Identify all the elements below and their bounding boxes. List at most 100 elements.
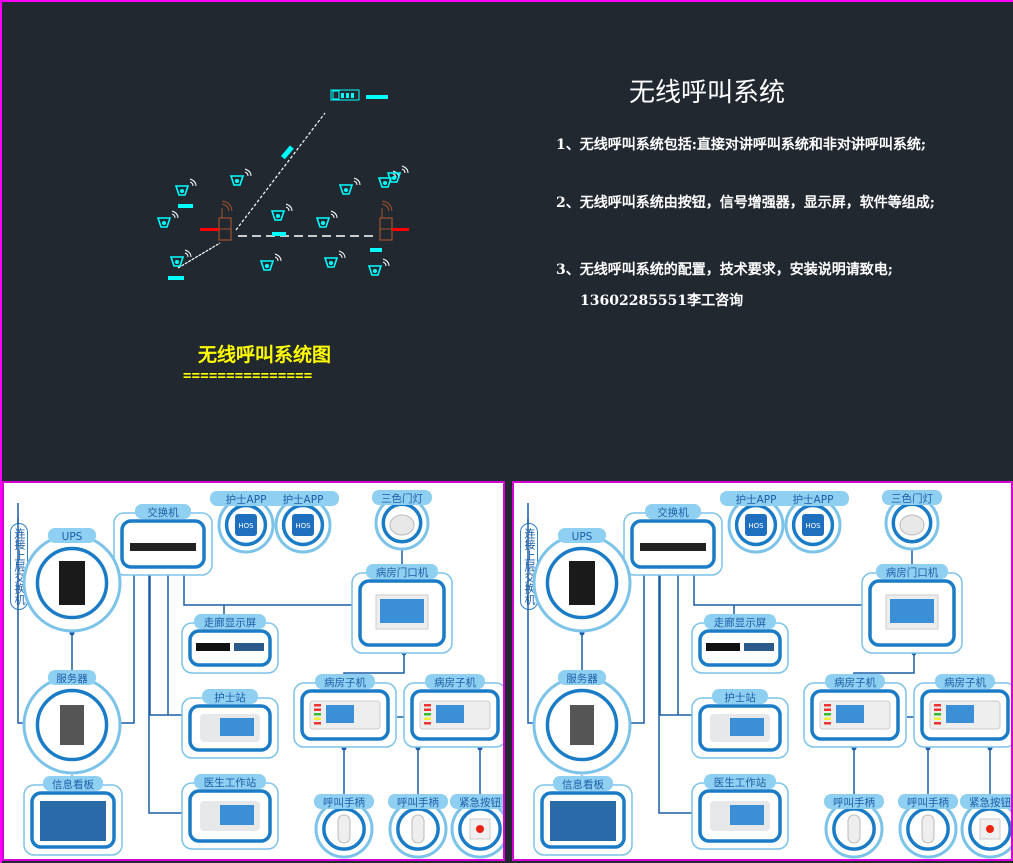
label-pill bbox=[425, 674, 485, 689]
switch-device-image bbox=[640, 543, 706, 551]
connection-line bbox=[17, 503, 34, 724]
emergency-button-node[interactable] bbox=[960, 799, 1013, 859]
server-device-image bbox=[570, 705, 594, 745]
app-icon-text: HOS bbox=[748, 522, 764, 530]
app-icon bbox=[745, 514, 767, 536]
bed-unit-node[interactable] bbox=[403, 682, 505, 748]
node-label: 紧急按钮 bbox=[450, 794, 503, 809]
node-label: 护士APP bbox=[210, 491, 282, 506]
info-board-image bbox=[40, 801, 106, 841]
nurse-app-node[interactable]: HOS bbox=[727, 496, 785, 554]
doctor-station-node[interactable] bbox=[691, 782, 789, 850]
switch-node[interactable] bbox=[113, 512, 213, 576]
node-label-text: 呼叫手柄 bbox=[833, 796, 875, 809]
server-node[interactable] bbox=[532, 675, 632, 775]
node-label: 信息看板 bbox=[43, 776, 103, 791]
node-label: 病房子机 bbox=[425, 674, 485, 689]
ward-door-unit-node[interactable] bbox=[351, 572, 453, 654]
emergency-button-node[interactable] bbox=[450, 799, 505, 859]
label-pill bbox=[202, 689, 258, 704]
label-pill bbox=[704, 614, 776, 629]
label-pill bbox=[366, 564, 438, 579]
info-board-node[interactable] bbox=[23, 784, 123, 856]
node-label: 医生工作站 bbox=[704, 774, 776, 789]
node-label: 紧急按钮 bbox=[960, 794, 1011, 809]
node-label-text: UPS bbox=[62, 531, 83, 543]
node-label-text: 信息看板 bbox=[562, 778, 604, 791]
node-label: 三色门灯 bbox=[882, 490, 942, 505]
label-pill bbox=[898, 794, 958, 809]
host-display-icon bbox=[280, 89, 388, 160]
label-pill bbox=[558, 528, 606, 543]
label-pill bbox=[194, 774, 266, 789]
node-label: 护士APP bbox=[267, 491, 339, 506]
call-button-icon bbox=[270, 203, 293, 221]
connection-line bbox=[183, 573, 352, 606]
node-label: 病房子机 bbox=[825, 674, 885, 689]
description-line: 1、无线呼叫系统包括:直接对讲呼叫系统和非对讲呼叫系统; bbox=[556, 137, 927, 153]
door-light-node[interactable] bbox=[884, 495, 940, 551]
app-icon bbox=[235, 514, 257, 536]
node-label: 呼叫手柄 bbox=[824, 794, 884, 809]
ups-node[interactable] bbox=[532, 533, 632, 633]
bed-unit-node[interactable] bbox=[293, 682, 397, 748]
app-icon bbox=[802, 514, 824, 536]
node-label-text: 三色门灯 bbox=[381, 492, 423, 505]
node-label-text: 医生工作站 bbox=[714, 776, 767, 789]
info-board-node[interactable] bbox=[533, 784, 633, 856]
nurse-station-node[interactable] bbox=[181, 697, 279, 759]
description-contact: 13602285551李工咨询 bbox=[580, 293, 744, 309]
call-handle-node[interactable] bbox=[314, 799, 374, 859]
doctor-station-node[interactable] bbox=[181, 782, 279, 850]
app-icon-text: HOS bbox=[238, 522, 254, 530]
label-pill bbox=[645, 504, 701, 519]
node-label-text: 护士站 bbox=[214, 691, 246, 704]
connection-line bbox=[527, 503, 544, 724]
call-handle-image bbox=[921, 814, 935, 844]
nurse-app-node[interactable]: HOS bbox=[274, 496, 332, 554]
nurse-app-node[interactable]: HOS bbox=[217, 496, 275, 554]
node-label: 服务器 bbox=[48, 670, 96, 685]
call-button-icon bbox=[367, 258, 390, 276]
node-label-text: 呼叫手柄 bbox=[323, 796, 365, 809]
connection-line bbox=[658, 575, 692, 814]
info-board-image bbox=[550, 801, 616, 841]
node-label: 护士APP bbox=[777, 491, 849, 506]
label-pill bbox=[135, 504, 191, 519]
label-pill bbox=[388, 794, 448, 809]
call-handle-node[interactable] bbox=[388, 799, 448, 859]
server-node[interactable] bbox=[22, 675, 122, 775]
node-label-text: 紧急按钮 bbox=[969, 796, 1011, 809]
label-pill bbox=[450, 794, 503, 809]
node-label-text: 护士站 bbox=[724, 691, 756, 704]
call-button-icon bbox=[169, 249, 192, 267]
node-label: 病房子机 bbox=[935, 674, 995, 689]
node-label: 病房门口机 bbox=[876, 564, 948, 579]
node-label-text: 交换机 bbox=[147, 506, 179, 519]
node-label-text: 病房子机 bbox=[434, 676, 476, 689]
label-pill bbox=[210, 491, 282, 506]
door-light-image bbox=[899, 514, 925, 536]
ward-door-unit-node[interactable] bbox=[861, 572, 963, 654]
node-label: 交换机 bbox=[645, 504, 701, 519]
bed-unit-node[interactable] bbox=[913, 682, 1013, 748]
node-label: 医生工作站 bbox=[194, 774, 266, 789]
label-pill bbox=[824, 794, 884, 809]
call-handle-image bbox=[847, 814, 861, 844]
ups-node[interactable] bbox=[22, 533, 122, 633]
label-pill bbox=[882, 490, 942, 505]
node-label-text: 呼叫手柄 bbox=[907, 796, 949, 809]
server-device-image bbox=[60, 705, 84, 745]
node-label: 呼叫手柄 bbox=[314, 794, 374, 809]
label-pill bbox=[267, 491, 339, 506]
nurse-station-node[interactable] bbox=[691, 697, 789, 759]
corridor-display-node[interactable] bbox=[691, 622, 789, 674]
nurse-app-node[interactable]: HOS bbox=[784, 496, 842, 554]
call-handle-node[interactable] bbox=[824, 799, 884, 859]
switch-node[interactable] bbox=[623, 512, 723, 576]
call-handle-node[interactable] bbox=[898, 799, 958, 859]
corridor-display-node[interactable] bbox=[181, 622, 279, 674]
label-pill bbox=[194, 614, 266, 629]
bed-unit-node[interactable] bbox=[803, 682, 907, 748]
